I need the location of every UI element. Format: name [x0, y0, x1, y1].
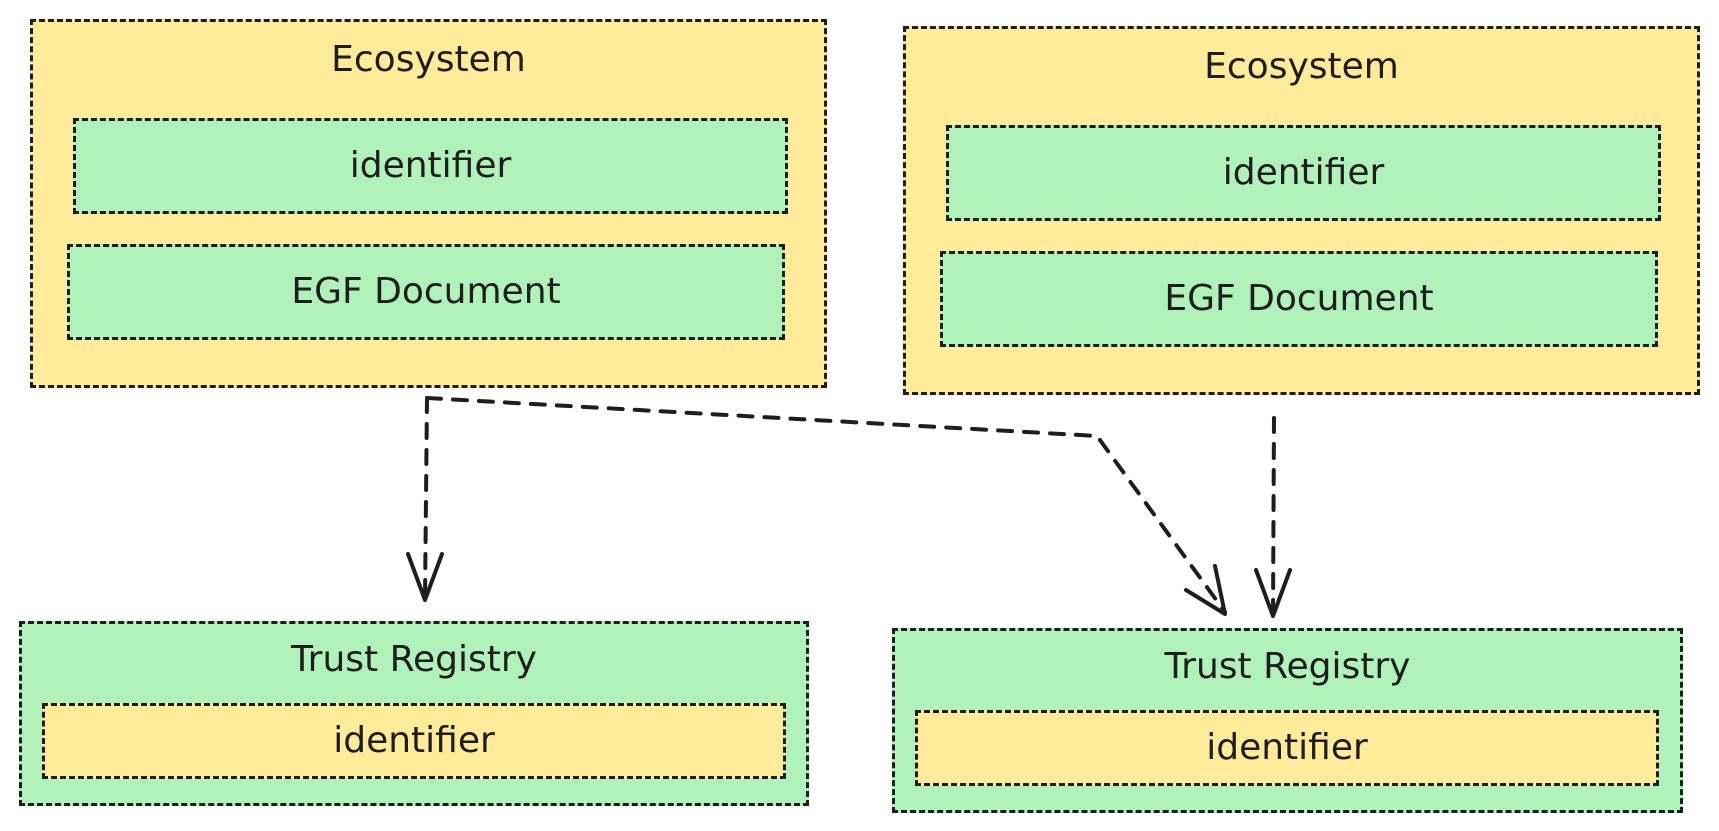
identifier-box[interactable]: identifier	[42, 703, 786, 779]
egf-document-label: EGF Document	[1164, 278, 1434, 319]
arrow-ecosystem-1-to-registry-1	[423, 396, 429, 600]
ecosystem-title: Ecosystem	[1204, 46, 1399, 87]
arrowhead-registry-1	[406, 552, 444, 602]
identifier-box[interactable]: identifier	[915, 710, 1659, 786]
trust-registry-title: Trust Registry	[290, 639, 537, 680]
arrowhead-registry-2	[1254, 568, 1292, 618]
egf-document-box[interactable]: EGF Document	[67, 244, 785, 340]
ecosystem-box-1[interactable]: Ecosystem identifier EGF Document	[30, 19, 827, 388]
arrow-ecosystem-1-to-registry-2	[425, 396, 1227, 614]
ecosystem-box-2[interactable]: Ecosystem identifier EGF Document	[903, 26, 1700, 395]
trust-registry-box-1[interactable]: Trust Registry identifier	[19, 621, 809, 806]
identifier-label: identifier	[349, 145, 512, 186]
identifier-label: identifier	[1222, 152, 1385, 193]
identifier-box[interactable]: identifier	[946, 125, 1661, 221]
arrowhead-registry-2-bent	[1184, 564, 1227, 616]
trust-registry-title: Trust Registry	[1164, 646, 1411, 687]
egf-document-box[interactable]: EGF Document	[940, 251, 1658, 347]
egf-document-label: EGF Document	[291, 271, 561, 312]
identifier-label: identifier	[333, 720, 495, 761]
identifier-box[interactable]: identifier	[73, 118, 788, 214]
trust-registry-box-2[interactable]: Trust Registry identifier	[892, 628, 1683, 813]
identifier-label: identifier	[1206, 727, 1368, 768]
arrow-ecosystem-2-to-registry-2	[1271, 416, 1276, 616]
ecosystem-title: Ecosystem	[331, 39, 526, 80]
